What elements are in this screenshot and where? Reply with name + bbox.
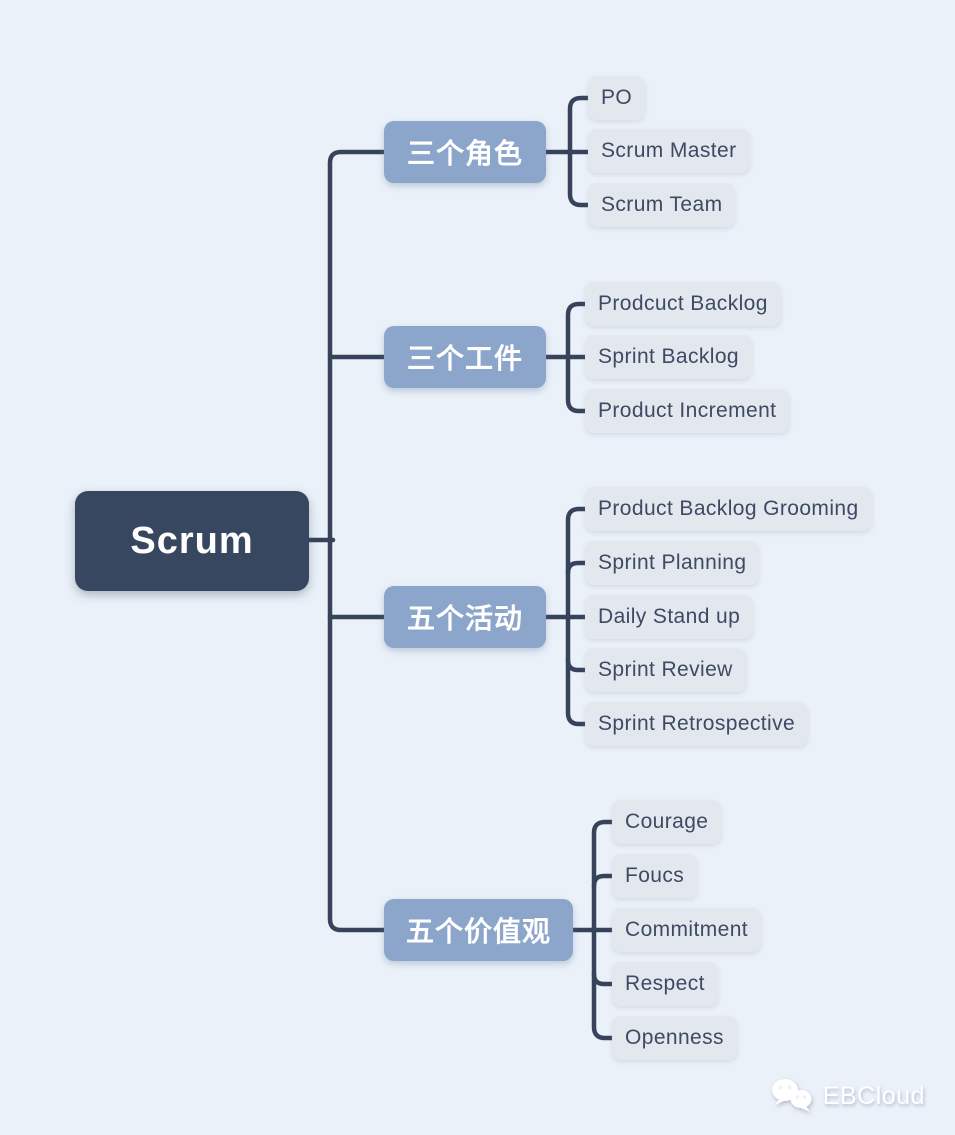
leaf-sprint-backlog: Sprint Backlog <box>585 335 753 379</box>
leaf-product-backlog-grooming: Product Backlog Grooming <box>585 487 872 531</box>
leaf-daily-stand-up: Daily Stand up <box>585 595 754 639</box>
leaf-po: PO <box>588 76 646 120</box>
leaf-courage: Courage <box>612 800 722 844</box>
branch-node-artifacts: 三个工件 <box>384 326 546 388</box>
root-node-scrum: Scrum <box>75 491 309 591</box>
leaf-sprint-planning: Sprint Planning <box>585 541 760 585</box>
watermark-label: EBCloud <box>822 1081 925 1110</box>
leaf-sprint-retrospective: Sprint Retrospective <box>585 702 809 746</box>
leaf-respect: Respect <box>612 962 718 1006</box>
branch-node-values: 五个价值观 <box>384 899 573 961</box>
branch-node-roles: 三个角色 <box>384 121 546 183</box>
watermark: EBCloud <box>770 1077 925 1115</box>
leaf-product-backlog: Prodcuct Backlog <box>585 282 781 326</box>
leaf-scrum-master: Scrum Master <box>588 129 750 173</box>
branch-node-activities: 五个活动 <box>384 586 546 648</box>
leaf-product-increment: Product Increment <box>585 389 790 433</box>
leaf-scrum-team: Scrum Team <box>588 183 736 227</box>
leaf-sprint-review: Sprint Review <box>585 648 746 692</box>
leaf-foucs: Foucs <box>612 854 698 898</box>
leaf-commitment: Commitment <box>612 908 762 952</box>
leaf-openness: Openness <box>612 1016 737 1060</box>
wechat-icon <box>771 1079 812 1112</box>
